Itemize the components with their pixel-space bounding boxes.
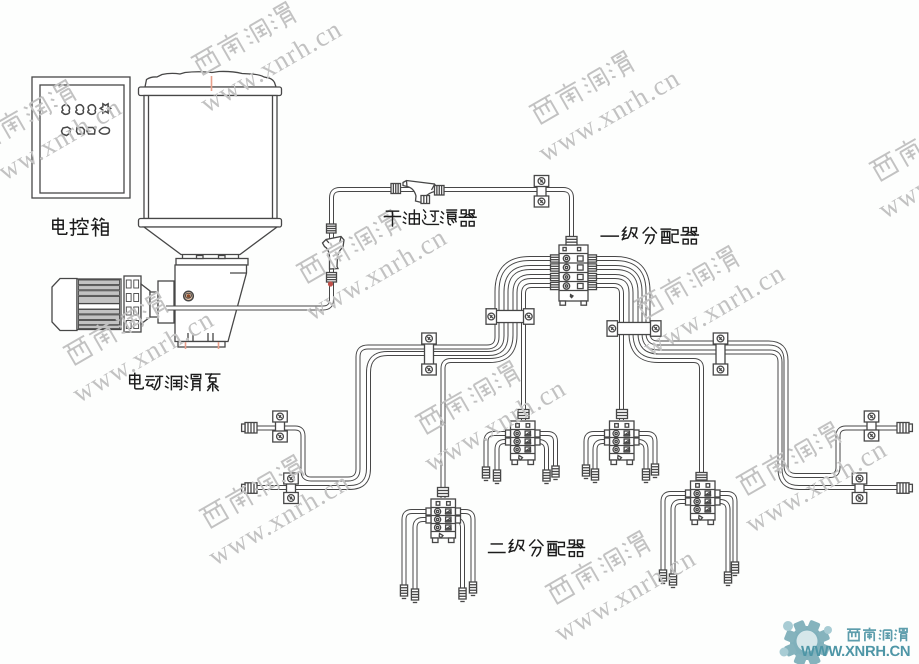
svg-text:WWW.XNRH.CN: WWW.XNRH.CN [801,644,910,660]
